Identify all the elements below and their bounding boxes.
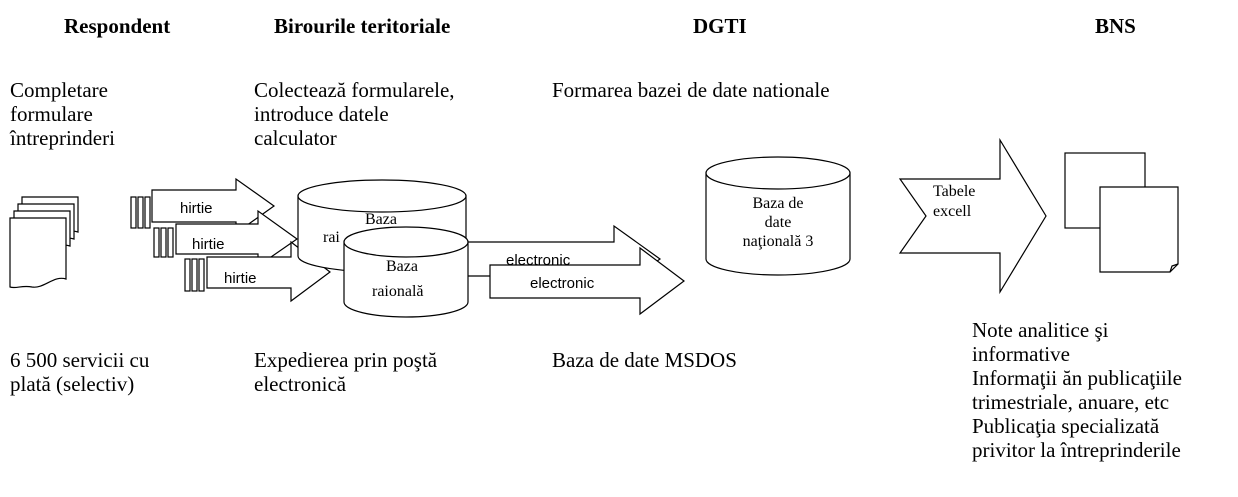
bns-outputs-line: privitor la întreprinderile bbox=[972, 438, 1181, 462]
respondent-description-line: formulare bbox=[10, 102, 93, 126]
respondent-description: Completare formulare întreprinderi bbox=[10, 78, 115, 150]
respondent-volume-note: 6 500 servicii cu plată (selectiv) bbox=[10, 348, 149, 396]
raion-database-back-top bbox=[297, 179, 467, 213]
paper-arrow-1-label: hirtie bbox=[180, 200, 213, 217]
raion-database-front-label-line1: Baza bbox=[386, 258, 418, 275]
national-database bbox=[705, 172, 851, 276]
national-database-top bbox=[705, 156, 851, 190]
paper-marker-3 bbox=[184, 258, 205, 292]
birouri-transmission-note: Expedierea prin poştă electronică bbox=[254, 348, 437, 396]
electronic-arrow-2 bbox=[489, 246, 685, 316]
raion-database-back-label-line2: rai bbox=[323, 229, 340, 246]
national-database-label-line1: Baza de bbox=[752, 195, 803, 212]
dgti-database-note: Baza de date MSDOS bbox=[552, 348, 737, 372]
national-database-label-line3: naţională 3 bbox=[743, 233, 814, 250]
bns-outputs-note: Note analitice şi informative Informaţii… bbox=[972, 318, 1182, 462]
header-birouri-teritoriale: Birourile teritoriale bbox=[274, 14, 451, 38]
raion-database-back-label-line1: Baza bbox=[365, 211, 397, 228]
bns-outputs-line: Publicaţia specializată bbox=[972, 414, 1160, 438]
electronic-arrow-2-label: electronic bbox=[530, 275, 595, 292]
header-respondent: Respondent bbox=[64, 14, 171, 38]
bns-outputs-line: informative bbox=[972, 342, 1070, 366]
paper-arrow-1 bbox=[151, 177, 276, 235]
birouri-description: Colectează formularele, introduce datele… bbox=[254, 78, 455, 150]
bns-outputs-line: Note analitice şi bbox=[972, 318, 1109, 342]
tables-arrow bbox=[898, 137, 1047, 295]
bns-documents-icon bbox=[1064, 152, 1179, 273]
birouri-description-line: Colectează formularele, bbox=[254, 78, 455, 102]
respondent-description-line: Completare bbox=[10, 78, 108, 102]
raion-database-front-label-line2: raională bbox=[372, 283, 424, 300]
bns-outputs-line: trimestriale, anuare, etc bbox=[972, 390, 1170, 414]
electronic-arrow-1-label: electronic bbox=[506, 252, 571, 269]
respondent-volume-line: 6 500 servicii cu bbox=[10, 348, 150, 372]
raion-database-front-top bbox=[343, 226, 469, 258]
tables-arrow-label-line2: excell bbox=[933, 203, 972, 220]
paper-marker-1 bbox=[130, 196, 151, 229]
respondent-description-line: întreprinderi bbox=[10, 126, 115, 150]
forms-stack-icon bbox=[9, 196, 79, 289]
header-dgti: DGTI bbox=[693, 14, 747, 38]
paper-arrow-3-label: hirtie bbox=[224, 270, 257, 287]
birouri-transmission-line: electronică bbox=[254, 372, 347, 396]
birouri-description-line: introduce datele bbox=[254, 102, 389, 126]
tables-arrow-label-line1: Tabele bbox=[933, 183, 975, 200]
header-bns: BNS bbox=[1095, 14, 1136, 38]
birouri-transmission-line: Expedierea prin poştă bbox=[254, 348, 438, 372]
respondent-volume-line: plată (selectiv) bbox=[10, 372, 135, 396]
bns-outputs-line: Informaţii ăn publicaţiile bbox=[972, 366, 1182, 390]
birouri-description-line: calculator bbox=[254, 126, 337, 150]
national-database-label-line2: date bbox=[765, 214, 792, 231]
paper-arrow-2-label: hirtie bbox=[192, 236, 225, 253]
paper-marker-2 bbox=[153, 227, 174, 258]
paper-arrow-2 bbox=[175, 209, 299, 268]
dgti-description: Formarea bazei de date nationale bbox=[552, 78, 830, 102]
raion-database-front bbox=[343, 241, 469, 318]
